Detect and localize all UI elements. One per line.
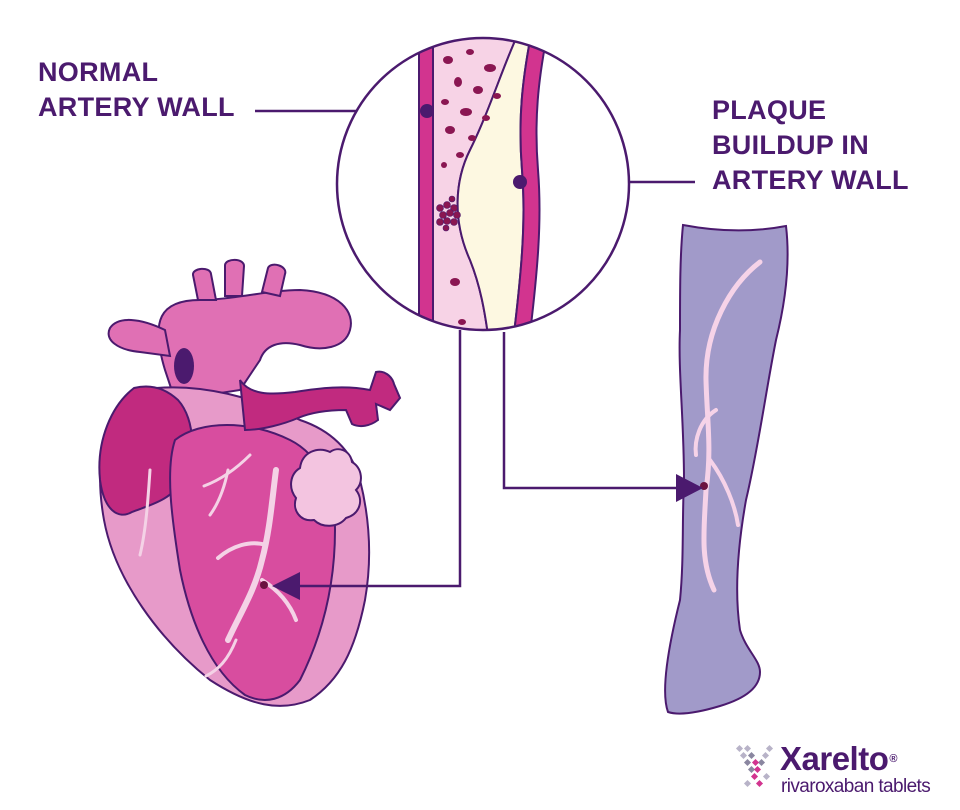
right-atrium (98, 385, 193, 516)
brand-wordmark: Xarelto (780, 740, 889, 777)
pulmonary-artery (239, 370, 402, 432)
coronary-artery (216, 541, 268, 560)
vessel-branch (192, 267, 218, 301)
leader-dot-normal (420, 104, 434, 118)
clot-cluster (436, 195, 461, 232)
normal-artery-wall-label: NORMAL ARTERY WALL (38, 55, 235, 125)
brand-logo-text: Xarelto® (780, 741, 897, 777)
magnified-artery (335, 36, 631, 332)
label-line: ARTERY WALL (38, 92, 235, 122)
leg-shape (664, 223, 789, 715)
artery-wall-left (418, 38, 434, 330)
plaque-buildup-label: PLAQUE BUILDUP IN ARTERY WALL (712, 93, 909, 198)
artery-wall-right (510, 38, 550, 330)
label-line: NORMAL (38, 57, 159, 87)
arrow-to-heart (272, 572, 300, 600)
vessel-opening (174, 348, 194, 384)
vessel-branch (260, 263, 287, 298)
vessel-branch (224, 258, 246, 297)
arrow-to-leg (676, 474, 703, 502)
xarelto-logo-mark (735, 744, 774, 788)
leg-illustration (664, 223, 789, 715)
label-line: PLAQUE (712, 95, 827, 125)
left-atrium (290, 448, 362, 527)
blood-cells (441, 49, 501, 325)
coronary-artery (204, 638, 238, 678)
coronary-artery (208, 468, 230, 517)
leg-vein (701, 259, 763, 593)
aorta (157, 288, 352, 402)
label-line: BUILDUP IN (712, 130, 870, 160)
magnifier-ring (335, 36, 631, 332)
leg-vein-branch (708, 458, 740, 527)
leader-to-heart (298, 330, 462, 588)
label-line: ARTERY WALL (712, 165, 909, 195)
brand-tagline: rivaroxaban tablets (781, 776, 931, 797)
heart-clot (260, 581, 268, 589)
coronary-artery (138, 468, 152, 557)
coronary-artery (225, 467, 279, 643)
registered-mark: ® (889, 753, 897, 765)
leader-dot-plaque (513, 175, 527, 189)
heart-illustration (98, 258, 402, 707)
leg-vein-branch (693, 408, 718, 457)
leader-to-leg (502, 332, 680, 490)
vessel-left (107, 318, 172, 358)
